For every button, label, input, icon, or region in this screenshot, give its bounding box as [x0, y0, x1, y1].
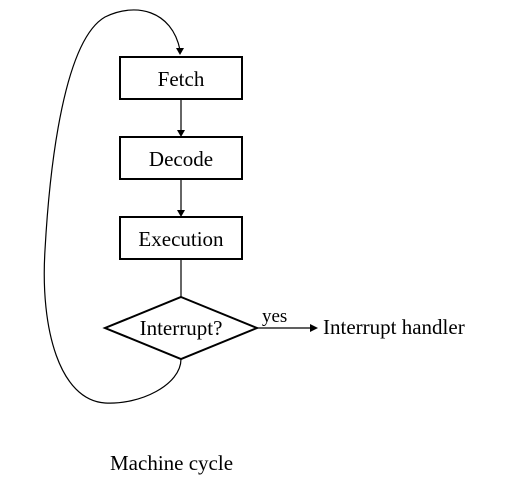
decode-to-execution-arrowhead: [177, 210, 185, 217]
interrupt-label: Interrupt?: [140, 316, 223, 340]
decode-node: Decode: [119, 136, 243, 180]
yes-edge-label: yes: [262, 306, 287, 327]
execution-node: Execution: [119, 216, 243, 260]
interrupt-handler-label: Interrupt handler: [323, 315, 465, 339]
loop-back-arrowhead: [176, 48, 184, 55]
execution-label: Execution: [138, 227, 224, 251]
diagram-caption: Machine cycle: [110, 451, 233, 475]
decode-label: Decode: [149, 147, 213, 171]
interrupt-decision-node: Interrupt?: [102, 295, 260, 361]
fetch-to-decode-arrowhead: [177, 130, 185, 137]
fetch-node: Fetch: [119, 56, 243, 100]
loop-back-arrow: [43, 9, 182, 404]
interrupt-to-handler-arrowhead: [310, 324, 318, 332]
fetch-label: Fetch: [158, 67, 205, 91]
